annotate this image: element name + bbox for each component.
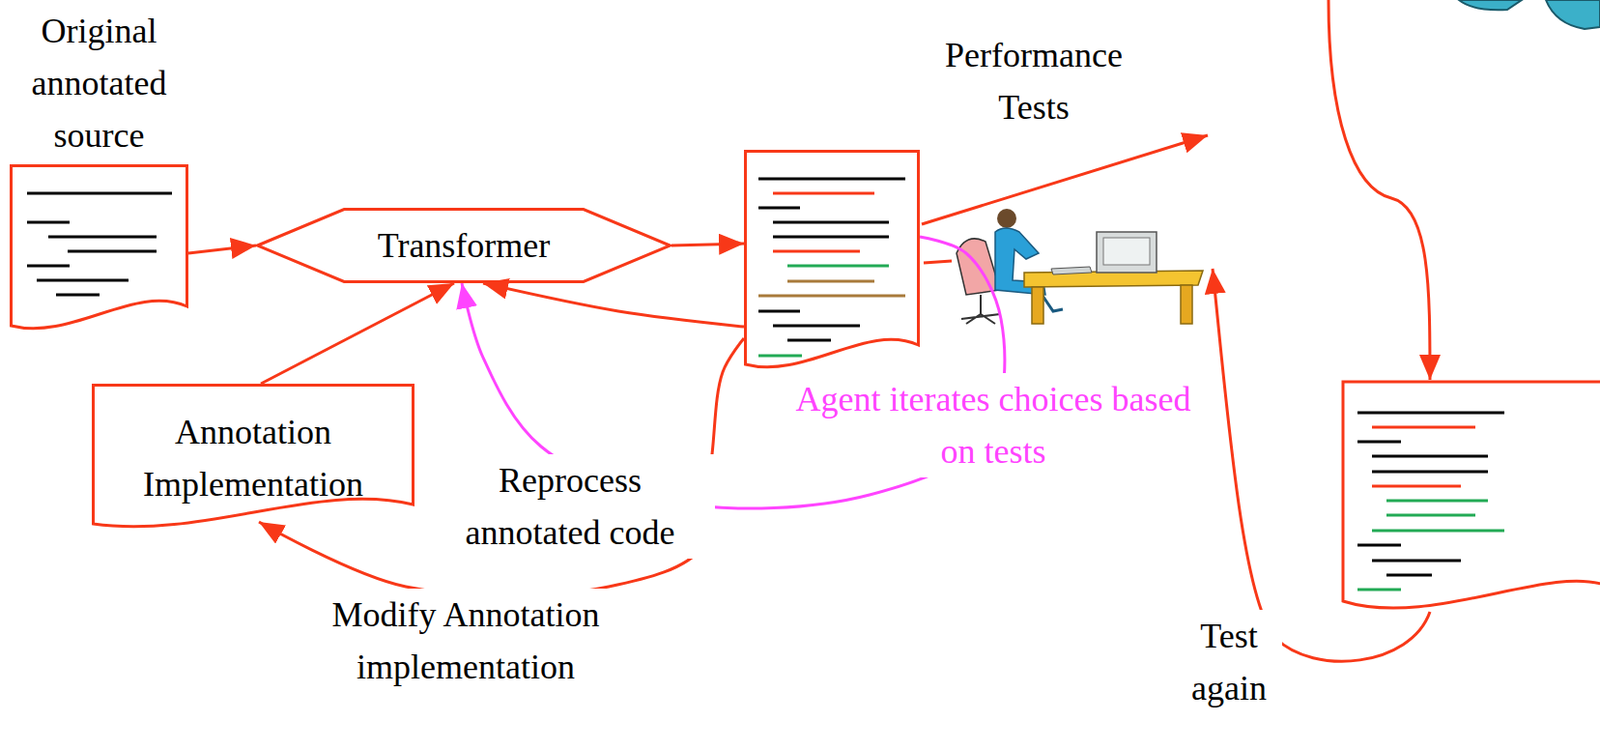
node-text: Transformer xyxy=(377,219,551,272)
document-outline xyxy=(9,4,189,334)
connector-arrow xyxy=(483,283,744,327)
person-at-desk xyxy=(956,208,1203,324)
transformer-hexagon: Transformer xyxy=(256,207,672,284)
document-path xyxy=(93,385,414,527)
edge-label: Agent iterates choices based on tests xyxy=(785,372,1201,478)
document-path xyxy=(11,166,188,329)
document-outline xyxy=(743,149,920,372)
document-outline xyxy=(91,383,415,532)
document-path xyxy=(745,151,919,368)
connector-arrow xyxy=(260,283,455,384)
source-doc-lines xyxy=(27,193,172,295)
test-label: Test again xyxy=(1175,609,1283,715)
node-text: Annotation Implementation xyxy=(99,405,407,511)
annotation-document: Annotation Implementation xyxy=(91,383,415,532)
connector-arrow xyxy=(671,243,744,246)
revised-doc xyxy=(1342,381,1600,608)
output-doc-lines xyxy=(758,178,906,356)
hexagon-path xyxy=(257,209,671,283)
edge-label: Modify Annotation implementation xyxy=(282,588,650,693)
tester-icon xyxy=(1458,0,1600,29)
node-text: Original annotated source xyxy=(17,4,181,162)
test-label: Performance Tests xyxy=(915,28,1153,134)
edge-label: Reprocess annotated code xyxy=(425,454,715,559)
connector-arrow xyxy=(188,245,257,254)
source-document: Original annotated source xyxy=(9,4,189,334)
output-document xyxy=(743,149,920,372)
